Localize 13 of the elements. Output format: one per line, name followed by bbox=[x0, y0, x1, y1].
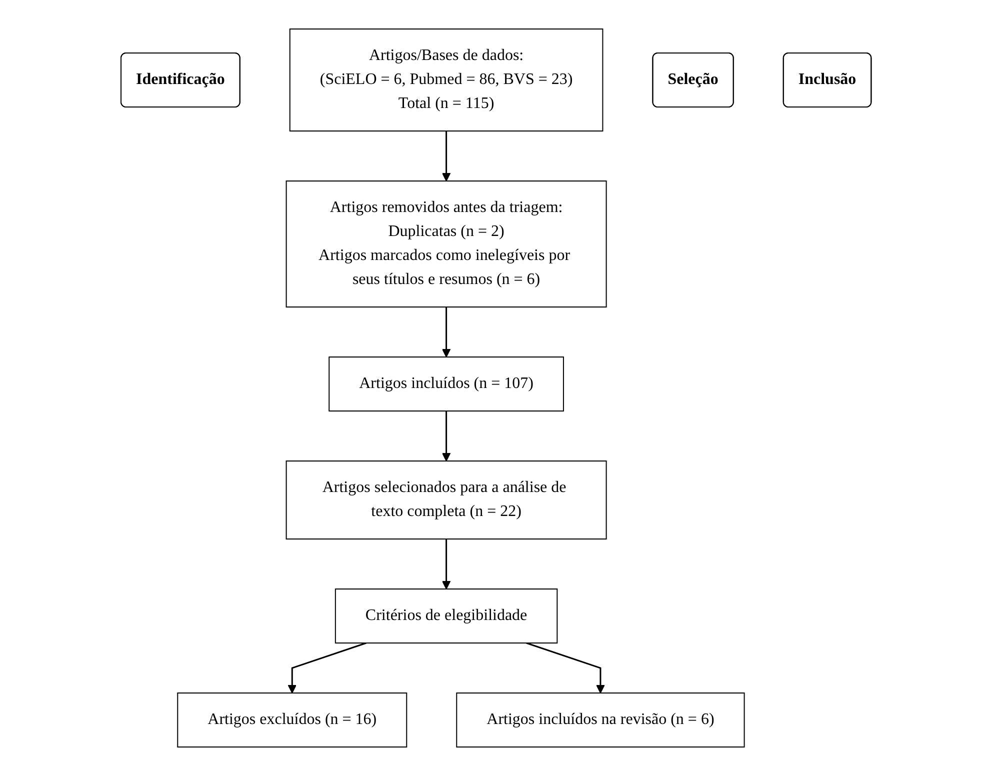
node-box: Artigos selecionados para a análise de texto completa (n = 22) bbox=[286, 460, 608, 540]
arrow bbox=[526, 642, 606, 694]
node-box: Artigos incluídos (n = 107) bbox=[329, 356, 564, 412]
node-box: Artigos excluídos (n = 16) bbox=[178, 692, 408, 748]
arrow bbox=[442, 539, 452, 590]
arrow bbox=[442, 411, 452, 462]
node-box: Artigos removidos antes da triagem: Duplicatas (n = 2) Artigos marcados como inelegíveis por seus títulos e resumos (n = 6) bbox=[286, 180, 608, 308]
node-box: Artigos/Bases de dados: (SciELO = 6, Pubmed = 86, BVS = 23) Total (n = 115) bbox=[290, 28, 604, 132]
arrow bbox=[442, 131, 452, 182]
arrow bbox=[442, 307, 452, 358]
node-box: Critérios de elegibilidade bbox=[335, 588, 558, 644]
node-box: Artigos incluídos na revisão (n = 6) bbox=[456, 692, 746, 748]
arrow bbox=[288, 642, 367, 694]
